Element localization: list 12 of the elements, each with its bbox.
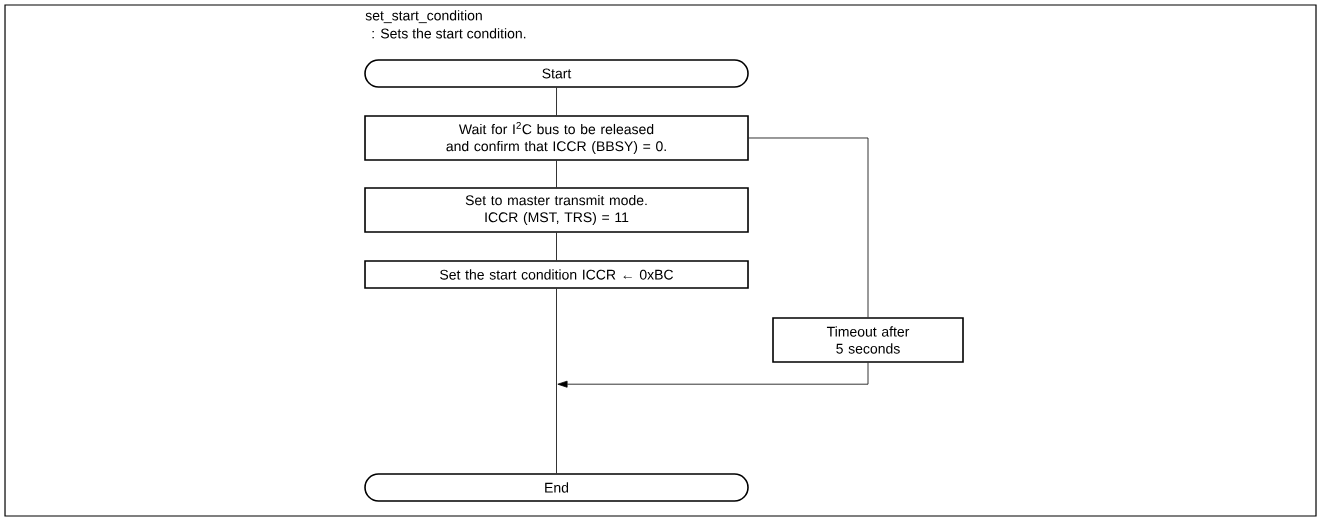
connector: [557, 362, 869, 388]
connector: [556, 160, 557, 188]
process-box: Wait for I$^{2}$C bus to be released and confirm that ICCR (BBSY) = 0.: [364, 115, 749, 161]
connector: [748, 137, 869, 318]
process-box: Set the start condition ICCR ← 0xBC: [364, 260, 749, 289]
process-box: Set to master transmit mode. ICCR (MST, TRS) = 11: [364, 187, 749, 233]
title: set_start_condition: [365, 10, 482, 24]
process-box: Timeout after 5 seconds: [772, 317, 964, 363]
connector: [556, 232, 557, 261]
description: : Sets the start condition.: [372, 28, 526, 39]
connector: [556, 288, 557, 474]
connector: [556, 87, 557, 116]
